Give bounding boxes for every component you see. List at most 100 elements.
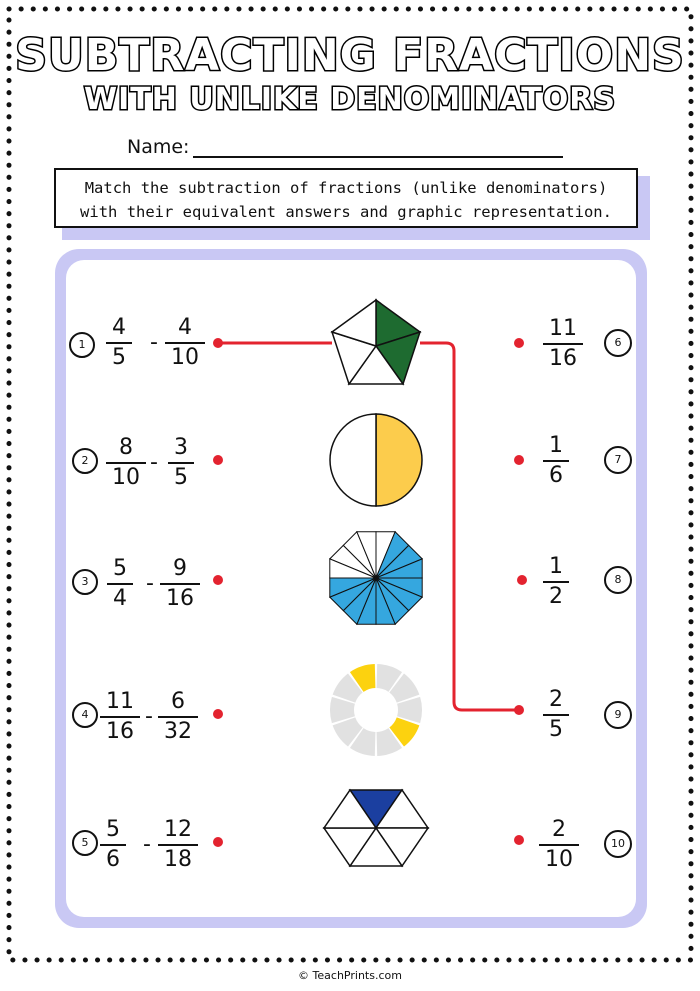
hexagon-slice xyxy=(322,788,378,829)
name-label: Name: xyxy=(127,136,190,158)
numerator: 11 xyxy=(549,316,577,341)
page-title: SUBTRACTING FRACTIONS xyxy=(14,29,685,83)
denominator: 16 xyxy=(166,586,194,611)
octagon-slice xyxy=(329,558,377,579)
fraction-bar xyxy=(160,583,200,585)
numerator: 9 xyxy=(173,556,187,581)
numerator: 4 xyxy=(112,315,126,340)
ring-segment xyxy=(397,696,422,724)
numerator: 8 xyxy=(119,435,133,460)
octagon-fraction-graphic xyxy=(328,530,424,626)
problem-number: 5 xyxy=(72,830,98,856)
denominator: 2 xyxy=(549,584,563,609)
name-line[interactable] xyxy=(193,136,564,158)
fraction-bar xyxy=(165,342,205,344)
denominator: 10 xyxy=(545,847,573,872)
ring-fraction-graphic xyxy=(330,664,422,756)
fraction-bar xyxy=(106,462,146,464)
minus-sign: - xyxy=(150,330,158,355)
fraction-bar xyxy=(100,844,126,846)
minus-sign: - xyxy=(145,704,153,729)
match-dot[interactable] xyxy=(213,455,223,465)
match-dot[interactable] xyxy=(514,338,524,348)
match-dot[interactable] xyxy=(213,575,223,585)
ring-segment xyxy=(332,673,363,703)
problem-number: 2 xyxy=(72,448,98,474)
denominator: 6 xyxy=(106,847,120,872)
ring-segment xyxy=(332,717,363,747)
denominator: 6 xyxy=(549,463,563,488)
instructions-line-1: Match the subtraction of fractions (unli… xyxy=(84,179,608,197)
answer-number: 9 xyxy=(604,701,632,729)
ring-segment xyxy=(349,728,376,756)
fraction-bar xyxy=(158,716,198,718)
numerator: 3 xyxy=(174,435,188,460)
fraction-bar xyxy=(539,844,579,846)
fraction-bar xyxy=(158,844,198,846)
hexagon-fraction-graphic xyxy=(322,788,430,868)
problem-number: 4 xyxy=(72,702,98,728)
ring-segment xyxy=(389,673,420,703)
pentagon-slice xyxy=(330,298,377,348)
numerator: 2 xyxy=(549,687,563,712)
numerator: 5 xyxy=(113,556,127,581)
instructions-box: Match the subtraction of fractions (unli… xyxy=(54,168,638,228)
minus-sign: - xyxy=(143,832,151,857)
match-dot[interactable] xyxy=(514,835,524,845)
ring-segment xyxy=(376,664,403,692)
match-dot[interactable] xyxy=(213,837,223,847)
answer-number: 7 xyxy=(604,446,632,474)
fraction-bar xyxy=(543,460,569,462)
ring-segment xyxy=(376,728,403,756)
numerator: 5 xyxy=(106,817,120,842)
fraction-bar xyxy=(543,581,569,583)
denominator: 5 xyxy=(112,345,126,370)
problem-number: 3 xyxy=(72,569,98,595)
circle-half xyxy=(375,413,423,507)
fraction-bar xyxy=(107,583,133,585)
numerator: 1 xyxy=(549,433,563,458)
answer-number: 10 xyxy=(604,830,632,858)
denominator: 16 xyxy=(106,719,134,744)
minus-sign: - xyxy=(146,571,154,596)
fraction-bar xyxy=(168,462,194,464)
match-dot[interactable] xyxy=(514,455,524,465)
denominator: 16 xyxy=(549,346,577,371)
name-field[interactable]: Name: xyxy=(127,136,564,158)
minus-sign: - xyxy=(150,450,158,475)
match-dot[interactable] xyxy=(213,709,223,719)
fraction-bar xyxy=(543,343,583,345)
match-dot[interactable] xyxy=(514,705,524,715)
answer-number: 6 xyxy=(604,329,632,357)
instructions-line-2: with their equivalent answers and graphi… xyxy=(80,203,612,221)
fraction-bar xyxy=(106,342,132,344)
denominator: 5 xyxy=(549,717,563,742)
match-dot[interactable] xyxy=(517,575,527,585)
numerator: 12 xyxy=(164,817,192,842)
denominator: 18 xyxy=(164,847,192,872)
numerator: 4 xyxy=(178,315,192,340)
denominator: 32 xyxy=(164,719,192,744)
numerator: 11 xyxy=(106,689,134,714)
ring-segment xyxy=(330,696,355,724)
answer-number: 8 xyxy=(604,566,632,594)
example-match-line xyxy=(218,341,519,712)
ring-segment xyxy=(349,664,376,692)
footer-copyright: © TeachPrints.com xyxy=(298,969,402,982)
page-subtitle: WITH UNLIKE DENOMINATORS xyxy=(83,81,617,119)
